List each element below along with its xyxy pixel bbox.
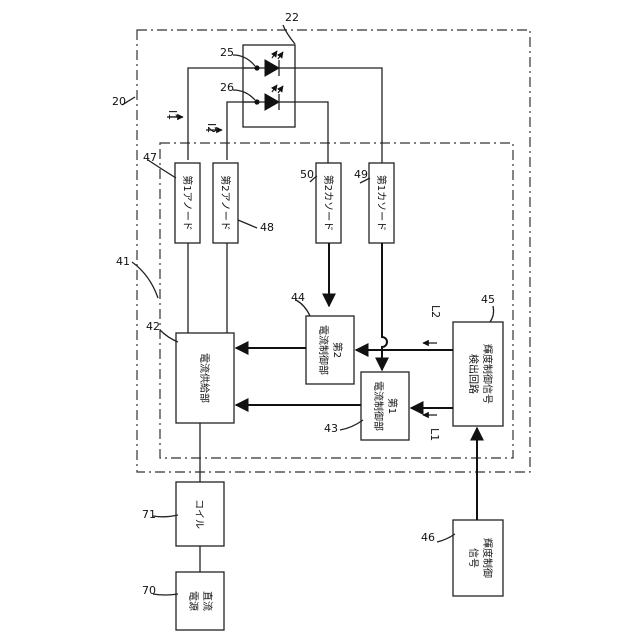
cathode2-label: 第2カソード bbox=[322, 175, 335, 231]
ctrl1-block bbox=[361, 372, 409, 440]
ref-43: 43 bbox=[324, 422, 338, 435]
ref-22: 22 bbox=[285, 11, 299, 24]
ctrl1-label-2: 電流制御部 bbox=[372, 381, 385, 431]
detect-label-1: 輝度制御信号 bbox=[481, 344, 494, 404]
label-l1: L1 bbox=[428, 428, 441, 441]
ref-41: 41 bbox=[116, 255, 130, 268]
ref-49: 49 bbox=[354, 168, 368, 181]
leader-22 bbox=[283, 25, 295, 44]
wire-led25-cathode1 bbox=[295, 68, 382, 163]
ref-42: 42 bbox=[146, 320, 160, 333]
leader-70 bbox=[153, 594, 178, 595]
cathode1-label: 第1カソード bbox=[375, 175, 388, 231]
junction bbox=[254, 99, 259, 104]
ref-26: 26 bbox=[220, 81, 234, 94]
ref-44: 44 bbox=[291, 291, 305, 304]
supply-label: 電流供給部 bbox=[198, 353, 211, 403]
ref-48: 48 bbox=[260, 221, 274, 234]
label-l2: L2 bbox=[429, 305, 442, 318]
ref-20: 20 bbox=[112, 95, 126, 108]
ref-25: 25 bbox=[220, 46, 234, 59]
signal-label-1: 輝度制御 bbox=[481, 538, 494, 578]
leader-46 bbox=[437, 534, 455, 542]
leader-45 bbox=[490, 306, 494, 322]
signal-label-2: 信号 bbox=[467, 548, 479, 568]
ctrl2-label-1: 第2 bbox=[331, 342, 344, 358]
ref-50: 50 bbox=[300, 168, 314, 181]
ctrl2-block bbox=[306, 316, 354, 384]
anode1-label: 第1アノード bbox=[181, 175, 194, 230]
junction bbox=[254, 65, 259, 70]
anode2-label: 第2アノード bbox=[219, 175, 232, 230]
coil-label: コイル bbox=[193, 499, 204, 529]
led-module bbox=[243, 45, 295, 127]
ref-71: 71 bbox=[142, 508, 156, 521]
leader-41 bbox=[132, 262, 158, 298]
ctrl2-label-2: 電流制御部 bbox=[317, 325, 330, 375]
dc-label-1: 直流 bbox=[201, 591, 214, 611]
label-i2: I2 bbox=[205, 123, 218, 133]
ref-46: 46 bbox=[421, 531, 435, 544]
ref-70: 70 bbox=[142, 584, 156, 597]
detect-label-2: 検出回路 bbox=[467, 354, 480, 394]
leader-43 bbox=[340, 420, 363, 430]
ref-45: 45 bbox=[481, 293, 495, 306]
leader-48 bbox=[238, 220, 257, 228]
dc-source-block bbox=[176, 572, 224, 630]
wire-led26-cathode2 bbox=[295, 102, 328, 163]
leader-71 bbox=[153, 515, 178, 517]
ref-47: 47 bbox=[143, 151, 157, 164]
ctrl1-label-1: 第1 bbox=[386, 398, 399, 414]
dc-label-2: 電源 bbox=[187, 591, 200, 611]
label-i1: I1 bbox=[166, 110, 179, 120]
leader-42 bbox=[160, 330, 178, 342]
